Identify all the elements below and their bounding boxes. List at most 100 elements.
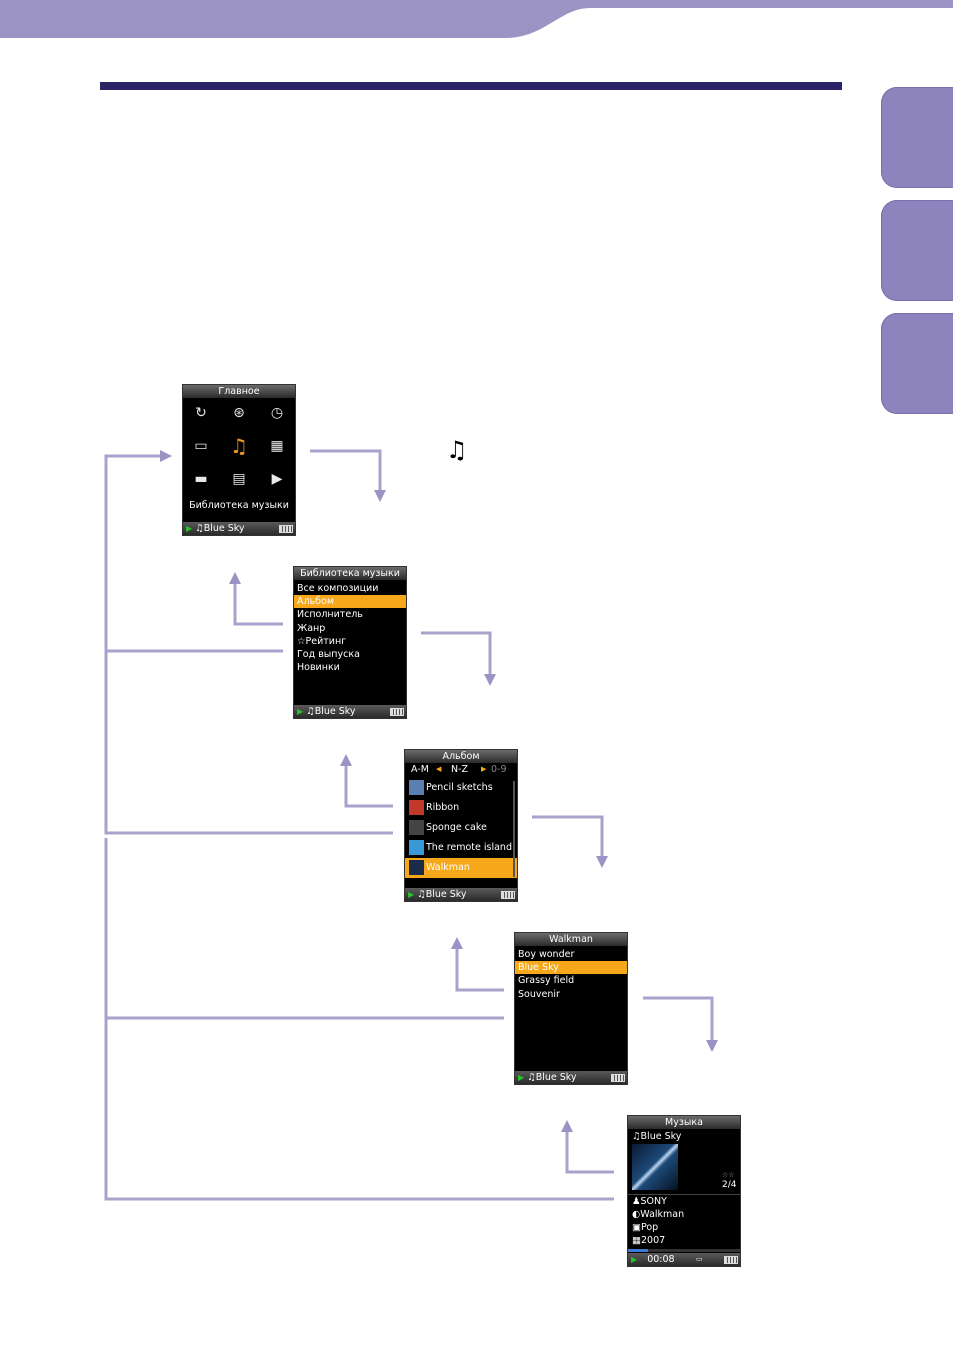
repeat-icon[interactable]: ↻ [195, 405, 207, 421]
menu-item[interactable]: Blue Sky [515, 961, 627, 975]
song-title: ♫Blue Sky [632, 1131, 681, 1142]
album-label: Walkman [426, 862, 470, 873]
play-icon: ▶ [631, 1255, 638, 1264]
alpha-nz[interactable]: N-Z [451, 764, 469, 775]
album-thumbnail [409, 800, 424, 815]
side-tab-1[interactable] [881, 87, 953, 188]
info-divider [628, 1194, 740, 1195]
side-tab-3[interactable] [881, 313, 953, 414]
album-thumbnail [409, 820, 424, 835]
artist-row: ♟SONY [632, 1196, 667, 1207]
play-icon: ▶ [186, 524, 193, 533]
play-icon: ▶ [518, 1073, 525, 1082]
progress-track[interactable] [628, 1249, 740, 1252]
elapsed-time: 00:08 [647, 1254, 675, 1265]
rating-stars: ☆☆ [722, 1171, 735, 1179]
play-icon: ▶ [408, 890, 415, 899]
status-bar: ▶♫Blue Sky [515, 1071, 627, 1084]
now-playing: Blue Sky [314, 706, 356, 717]
album-thumbnail [409, 780, 424, 795]
scrollbar[interactable] [513, 781, 515, 877]
menu-item[interactable]: ☆Рейтинг [297, 635, 347, 647]
menu-item[interactable]: Новинки [297, 662, 340, 674]
album-row[interactable]: Sponge cake [405, 818, 517, 838]
title-rule [100, 82, 842, 90]
music-note-icon[interactable]: ♫ [230, 434, 248, 458]
year-row: ▦2007 [632, 1235, 666, 1246]
genre-row: ▣Pop [632, 1222, 659, 1233]
screen-title: Walkman [515, 933, 627, 946]
arrow-right-icon: ▶ [481, 765, 487, 773]
calendar-icon: ▦ [632, 1235, 641, 1246]
note-icon: ♫ [195, 523, 204, 534]
play-icon: ▶ [297, 707, 304, 716]
album-row[interactable]: Pencil sketchs [405, 778, 517, 798]
menu-item[interactable]: Boy wonder [518, 949, 575, 960]
now-playing: Blue Sky [203, 523, 245, 534]
screen-title: Альбом [405, 750, 517, 763]
status-bar: ▶♫Blue Sky [405, 888, 517, 901]
menu-item[interactable]: Все композиции [297, 583, 379, 594]
battery-icon [611, 1074, 625, 1082]
status-bar: ▶ 00:08 ▭ [628, 1253, 740, 1266]
battery-icon [390, 708, 404, 716]
note-icon: ♫ [527, 1072, 536, 1083]
mode-icon: ▭ [696, 1255, 703, 1263]
menu-item[interactable]: Grassy field [518, 975, 575, 987]
album-row[interactable]: Ribbon [405, 798, 517, 818]
note-icon: ♫ [306, 706, 315, 717]
battery-icon [279, 525, 293, 533]
arrow-left-icon: ◀ [436, 765, 442, 773]
search-icon[interactable]: ⊛ [233, 405, 245, 421]
battery-icon [501, 891, 515, 899]
album-label: Ribbon [426, 802, 460, 813]
alpha-index-bar[interactable]: A-M ◀ N-Z ▶ 0-9 [405, 763, 517, 776]
toolbox-icon[interactable]: ▬ [194, 471, 208, 487]
side-tab-2[interactable] [881, 200, 953, 301]
album-row[interactable]: The remote island [405, 838, 517, 858]
film-icon[interactable]: ▦ [270, 438, 284, 454]
document-icon[interactable]: ▤ [232, 471, 246, 487]
genre-icon: ▣ [632, 1222, 641, 1233]
album-label: The remote island [426, 842, 512, 853]
clock-icon[interactable]: ◷ [270, 405, 284, 421]
screen-title: Библиотека музыки [294, 567, 406, 580]
menu-item[interactable]: Год выпуска [297, 648, 360, 660]
note-icon: ♫ [632, 1131, 641, 1142]
track-counter: 2/4 [722, 1180, 737, 1190]
music-note-icon: ♫ [446, 436, 468, 464]
home-screen: Главное ↻ ⊛ ◷ ▭ ♫ ▦ ▬ ▤ ▶ Библиотека муз… [183, 385, 295, 535]
song-name: Blue Sky [640, 1131, 682, 1142]
status-bar: ▶♫Blue Sky [294, 705, 406, 718]
now-playing-screen: Музыка ♫Blue Sky ☆☆ 2/4 ♟SONY ◐Walkman ▣… [628, 1116, 740, 1266]
status-bar: ▶♫Blue Sky [183, 522, 295, 535]
album-thumbnail [409, 840, 424, 855]
menu-item[interactable]: Исполнитель [297, 609, 363, 621]
progress-fill [628, 1249, 649, 1252]
screen-title: Музыка [628, 1116, 740, 1129]
menu-item[interactable]: Жанр [297, 622, 326, 634]
album-thumbnail [409, 860, 424, 875]
photo-icon[interactable]: ▭ [194, 438, 208, 454]
album-art [632, 1144, 678, 1190]
album-label: Pencil sketchs [426, 782, 493, 793]
video-playlist-icon[interactable]: ▶ [271, 471, 283, 487]
note-icon: ♫ [417, 889, 426, 900]
menu-item[interactable]: Альбом [294, 595, 406, 609]
album-row[interactable]: Walkman [405, 858, 517, 878]
alpha-num[interactable]: 0-9 [491, 764, 507, 775]
person-icon: ♟ [632, 1196, 641, 1207]
alpha-am[interactable]: A-M [411, 764, 429, 775]
now-playing: Blue Sky [535, 1072, 577, 1083]
disc-icon: ◐ [632, 1209, 641, 1220]
menu-item[interactable]: Souvenir [518, 988, 560, 1000]
album-label: Sponge cake [426, 822, 487, 833]
album-row: ◐Walkman [632, 1209, 685, 1220]
